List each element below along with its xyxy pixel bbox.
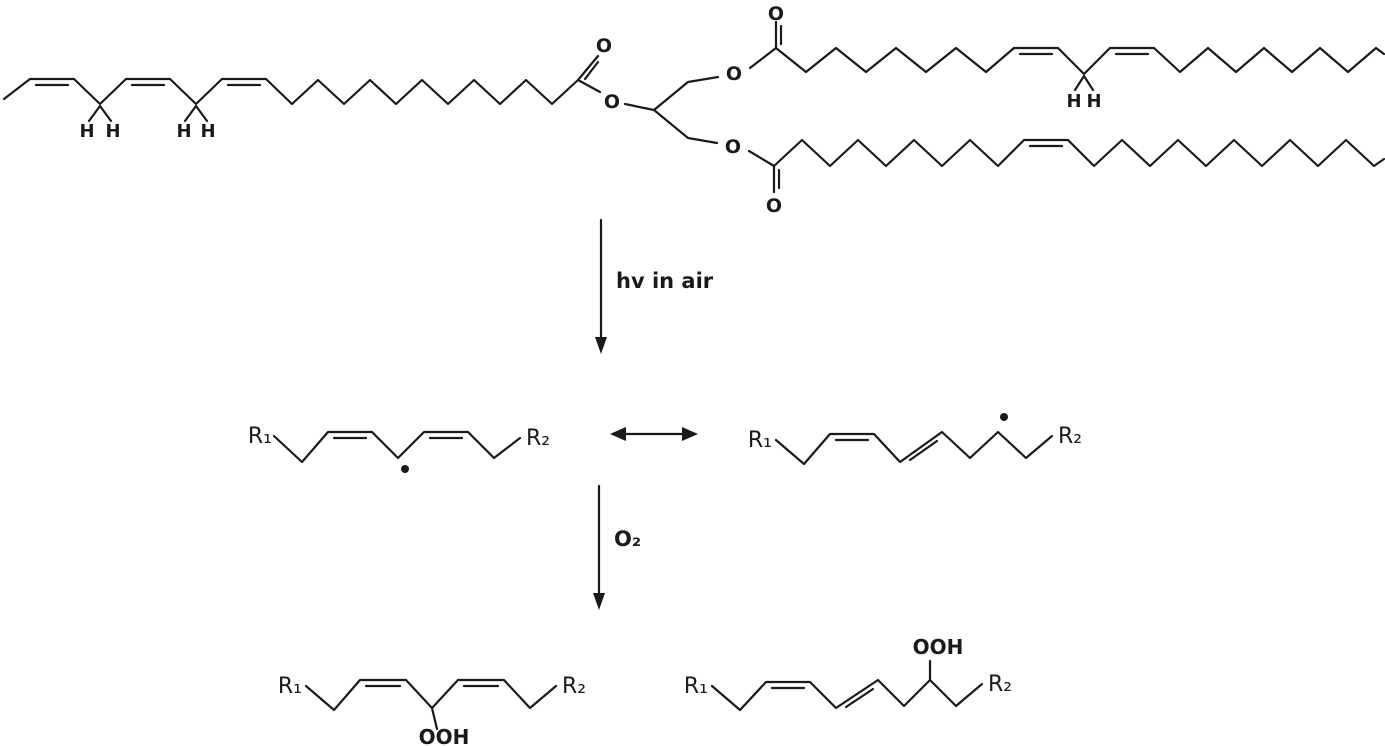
allylic-hydrogen-label: H — [1086, 91, 1101, 112]
r2-group-label: R₂ — [1058, 424, 1082, 449]
carbonyl-oxygen-label: O — [768, 3, 784, 25]
r1-group-label: R₁ — [684, 674, 708, 699]
resonance-arrow — [610, 427, 698, 441]
triglyceride-structure: O O O O O O H H H H H H — [2, 3, 1385, 217]
pentadienyl-radical-bonds — [272, 430, 522, 464]
glycerol-backbone-bonds — [576, 20, 778, 194]
hydroperoxide-product-conjugated: R₁ R₂ OOH — [684, 635, 1012, 712]
allylic-hydrogen-label: H — [200, 121, 215, 142]
step1-arrowhead — [595, 337, 607, 354]
ester-oxygen-label: O — [726, 63, 742, 85]
top-acyl-chain-bonds — [774, 46, 1385, 92]
hydroperoxide-group-label: OOH — [419, 725, 470, 746]
carbonyl-oxygen-label: O — [596, 35, 612, 57]
conjugated-radical-bonds — [774, 430, 1054, 466]
carbonyl-oxygen-label: O — [766, 195, 782, 217]
resonance-arrowhead-left — [610, 427, 626, 441]
product1-bonds — [304, 678, 558, 731]
r1-group-label: R₁ — [248, 424, 272, 449]
left-acyl-chain-bonds — [2, 54, 600, 123]
step2-reagent-label: O₂ — [614, 527, 641, 551]
allylic-hydrogen-label: H — [79, 121, 94, 142]
step2-reaction-arrow: O₂ — [593, 484, 641, 610]
allylic-hydrogen-label: H — [105, 121, 120, 142]
ester-oxygen-label: O — [725, 136, 741, 158]
r2-group-label: R₂ — [988, 672, 1012, 697]
r1-group-label: R₁ — [278, 674, 302, 699]
conjugated-radical-double-bond-lines — [834, 438, 939, 462]
pentadienyl-radical-structure: R₁ R₂ — [248, 424, 550, 473]
allylic-hydrogen-label: H — [176, 121, 191, 142]
product2-bonds — [710, 659, 984, 712]
allylic-hydrogen-label: H — [1066, 91, 1081, 112]
step2-arrowhead — [593, 593, 605, 610]
resonance-arrowhead-right — [682, 427, 698, 441]
radical-electron-dot — [1000, 413, 1008, 421]
radical-electron-dot — [401, 465, 409, 473]
glycerol-carbonyl-double-bond-lines — [777, 24, 783, 190]
r1-group-label: R₁ — [748, 428, 772, 453]
hydroperoxide-product-nonconjugated: R₁ R₂ OOH — [278, 674, 586, 746]
left-acyl-chain-double-bond-lines — [34, 60, 600, 87]
bottom-acyl-chain-bonds — [772, 138, 1385, 168]
hydroperoxide-group-label: OOH — [913, 635, 964, 659]
ester-oxygen-label: O — [604, 91, 620, 113]
step1-condition-label: hv in air — [616, 269, 714, 293]
product2-double-bond-lines — [770, 686, 875, 709]
step1-reaction-arrow: hv in air — [595, 218, 714, 354]
conjugated-radical-structure: R₁ R₂ — [748, 413, 1082, 466]
r2-group-label: R₂ — [526, 426, 550, 451]
r2-group-label: R₂ — [562, 674, 586, 699]
